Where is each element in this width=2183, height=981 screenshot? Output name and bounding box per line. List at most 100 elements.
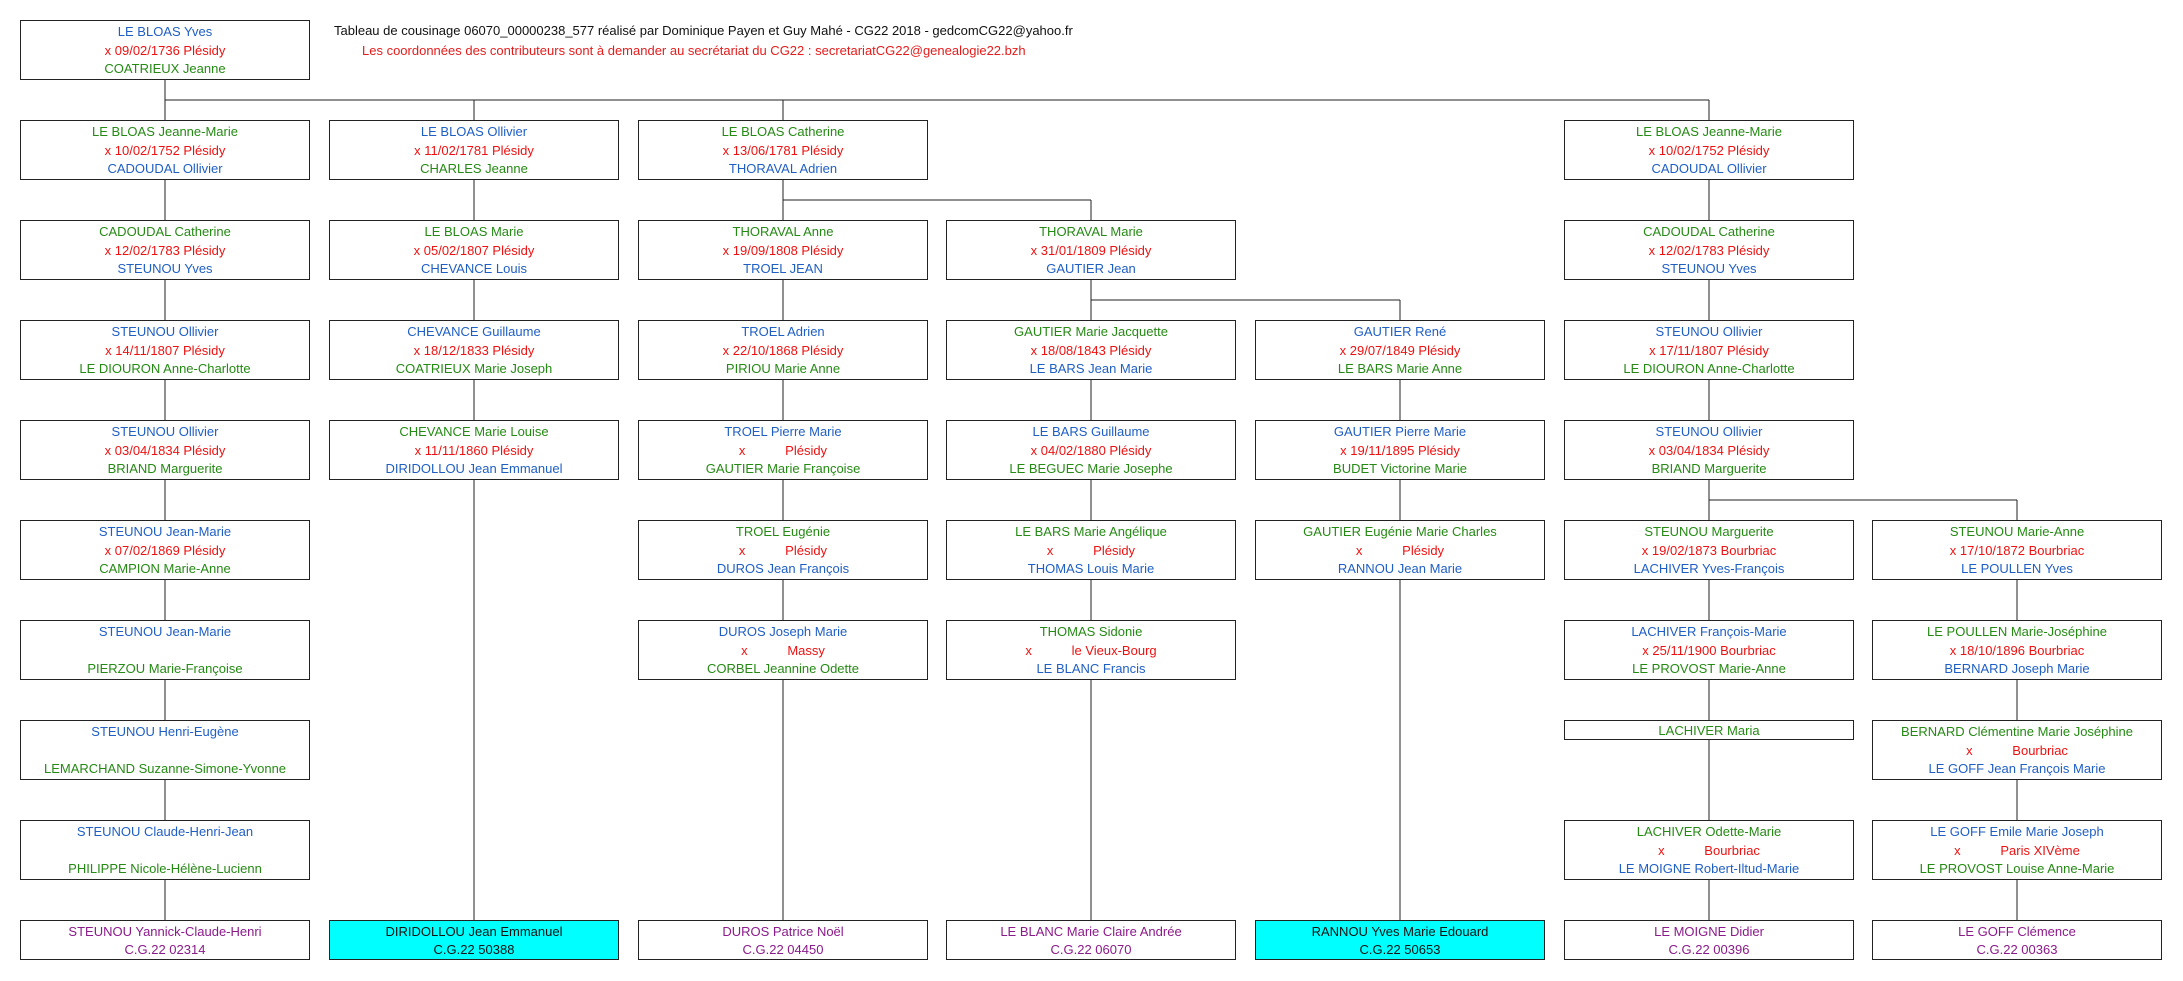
marriage-info: x 13/06/1781 Plésidy (722, 142, 844, 158)
spouse-name: STEUNOU Yves (117, 260, 213, 276)
spouse-name: CORBEL Jeannine Odette (707, 660, 859, 676)
descendant-card: DUROS Patrice Noël C.G.22 04450 (638, 920, 928, 960)
person-card: STEUNOU Henri-Eugène LEMARCHAND Suzanne-… (20, 720, 310, 780)
marriage-info: x 10/02/1752 Plésidy (1648, 142, 1770, 158)
person-name: LACHIVER François-Marie (1631, 624, 1787, 640)
person-card: STEUNOU Jean-Marie x 07/02/1869 Plésidy … (20, 520, 310, 580)
marriage-info: x 17/11/1807 Plésidy (1649, 342, 1769, 358)
person-card: TROEL Adrien x 22/10/1868 Plésidy PIRIOU… (638, 320, 928, 380)
person-card: STEUNOU Ollivier x 14/11/1807 Plésidy LE… (20, 320, 310, 380)
person-card-root: LE BLOAS Yves x 09/02/1736 Plésidy COATR… (20, 20, 310, 80)
person-name: LE BARS Marie Angélique (1015, 524, 1167, 540)
person-name: CADOUDAL Catherine (99, 224, 231, 240)
person-name: LACHIVER Odette-Marie (1636, 824, 1782, 840)
spouse-name: COATRIEUX Jeanne (104, 60, 226, 76)
person-card: TROEL Pierre Marie x Plésidy GAUTIER Mar… (638, 420, 928, 480)
person-card: CADOUDAL Catherine x 12/02/1783 Plésidy … (20, 220, 310, 280)
person-name: LE BLOAS Yves (117, 24, 213, 40)
person-card: LE POULLEN Marie-Joséphine x 18/10/1896 … (1872, 620, 2162, 680)
person-name: LE BLOAS Catherine (721, 124, 845, 140)
person-card: CADOUDAL Catherine x 12/02/1783 Plésidy … (1564, 220, 1854, 280)
person-name: TROEL Adrien (741, 324, 825, 340)
person-card: LE BARS Guillaume x 04/02/1880 Plésidy L… (946, 420, 1236, 480)
descendant-name: LE MOIGNE Didier (1654, 923, 1764, 939)
spouse-name: THOMAS Louis Marie (1027, 560, 1155, 576)
spouse-name: LE BEGUEC Marie Josephe (1009, 460, 1173, 476)
person-name: CHEVANCE Marie Louise (399, 424, 549, 440)
person-card: GAUTIER Eugénie Marie Charles x Plésidy … (1255, 520, 1545, 580)
cg22-code: C.G.22 02314 (124, 941, 206, 957)
spouse-name: LE DIOURON Anne-Charlotte (1623, 360, 1795, 376)
person-name: STEUNOU Marguerite (1644, 524, 1774, 540)
marriage-info: x 19/09/1808 Plésidy (722, 242, 844, 258)
spouse-name: CHEVANCE Louis (421, 260, 527, 276)
marriage-info: x Plésidy (1355, 542, 1445, 558)
person-card: STEUNOU Marguerite x 19/02/1873 Bourbria… (1564, 520, 1854, 580)
marriage-info: x 11/02/1781 Plésidy (414, 142, 534, 158)
person-name: CADOUDAL Catherine (1643, 224, 1775, 240)
person-name: STEUNOU Ollivier (111, 324, 219, 340)
marriage-info: x Plésidy (738, 542, 828, 558)
spouse-name: BERNARD Joseph Marie (1944, 660, 2090, 676)
descendant-card: LE MOIGNE Didier C.G.22 00396 (1564, 920, 1854, 960)
person-name: TROEL Pierre Marie (724, 424, 842, 440)
person-card: GAUTIER René x 29/07/1849 Plésidy LE BAR… (1255, 320, 1545, 380)
spouse-name: THORAVAL Adrien (728, 160, 838, 176)
spouse-name: BRIAND Marguerite (1651, 460, 1767, 476)
spouse-name: TROEL JEAN (743, 260, 823, 276)
person-name: LACHIVER Maria (1658, 722, 1760, 738)
spouse-name: STEUNOU Yves (1661, 260, 1757, 276)
spouse-name: BRIAND Marguerite (107, 460, 223, 476)
person-name: STEUNOU Claude-Henri-Jean (76, 824, 254, 840)
person-card: LE GOFF Emile Marie Joseph x Paris XIVèm… (1872, 820, 2162, 880)
spouse-name: LE PROVOST Louise Anne-Marie (1919, 860, 2115, 876)
cg22-code: C.G.22 00396 (1668, 941, 1750, 957)
marriage-info: x le Vieux-Bourg (1025, 642, 1157, 658)
person-card: LE BLOAS Ollivier x 11/02/1781 Plésidy C… (329, 120, 619, 180)
spouse-name: LE POULLEN Yves (1961, 560, 2073, 576)
person-name: GAUTIER Eugénie Marie Charles (1303, 524, 1497, 540)
spouse-name: LE BLANC Francis (1036, 660, 1146, 676)
spouse-name: LE BARS Jean Marie (1029, 360, 1153, 376)
descendant-card-highlighted: RANNOU Yves Marie Edouard C.G.22 50653 (1255, 920, 1545, 960)
person-card: CHEVANCE Marie Louise x 11/11/1860 Plési… (329, 420, 619, 480)
descendant-card: STEUNOU Yannick-Claude-Henri C.G.22 0231… (20, 920, 310, 960)
marriage-info: x Bourbriac (1658, 842, 1760, 858)
marriage-info: x 14/11/1807 Plésidy (105, 342, 225, 358)
marriage-info: x 18/12/1833 Plésidy (413, 342, 535, 358)
descendant-name: LE BLANC Marie Claire Andrée (1000, 923, 1182, 939)
person-name: STEUNOU Henri-Eugène (91, 724, 239, 740)
person-name: BERNARD Clémentine Marie Joséphine (1901, 724, 2133, 740)
spouse-name: LEMARCHAND Suzanne-Simone-Yvonne (43, 760, 287, 776)
descendant-card: LE BLANC Marie Claire Andrée C.G.22 0607… (946, 920, 1236, 960)
person-card: LE BLOAS Jeanne-Marie x 10/02/1752 Plési… (1564, 120, 1854, 180)
marriage-info: x Paris XIVème (1954, 842, 2080, 858)
marriage-info: x 12/02/1783 Plésidy (104, 242, 226, 258)
person-card: DUROS Joseph Marie x Massy CORBEL Jeanni… (638, 620, 928, 680)
person-card: THORAVAL Anne x 19/09/1808 Plésidy TROEL… (638, 220, 928, 280)
person-card: LACHIVER Odette-Marie x Bourbriac LE MOI… (1564, 820, 1854, 880)
person-name: GAUTIER Pierre Marie (1333, 424, 1467, 440)
person-card: STEUNOU Claude-Henri-Jean PHILIPPE Nicol… (20, 820, 310, 880)
person-name: LE POULLEN Marie-Joséphine (1927, 624, 2107, 640)
person-name: STEUNOU Ollivier (1655, 324, 1763, 340)
person-card: THOMAS Sidonie x le Vieux-Bourg LE BLANC… (946, 620, 1236, 680)
person-name: CHEVANCE Guillaume (407, 324, 541, 340)
marriage-info: x 04/02/1880 Plésidy (1030, 442, 1152, 458)
spouse-name: LE MOIGNE Robert-Iltud-Marie (1618, 860, 1800, 876)
marriage-info: x 19/02/1873 Bourbriac (1641, 542, 1777, 558)
person-name: LE BLOAS Marie (424, 224, 524, 240)
person-name: LE GOFF Emile Marie Joseph (1930, 824, 2104, 840)
person-name: STEUNOU Marie-Anne (1949, 524, 2085, 540)
person-name: STEUNOU Ollivier (1655, 424, 1763, 440)
page-title: Tableau de cousinage 06070_00000238_577 … (334, 23, 1073, 38)
descendant-name: LE GOFF Clémence (1958, 923, 2076, 939)
cg22-code: C.G.22 50388 (433, 941, 515, 957)
cg22-code: C.G.22 50653 (1359, 941, 1441, 957)
person-name: STEUNOU Ollivier (111, 424, 219, 440)
person-name: THORAVAL Marie (1039, 224, 1143, 240)
spouse-name: BUDET Victorine Marie (1333, 460, 1467, 476)
descendant-name: STEUNOU Yannick-Claude-Henri (68, 923, 262, 939)
person-name: LE BARS Guillaume (1032, 424, 1150, 440)
marriage-info: x 31/01/1809 Plésidy (1030, 242, 1152, 258)
